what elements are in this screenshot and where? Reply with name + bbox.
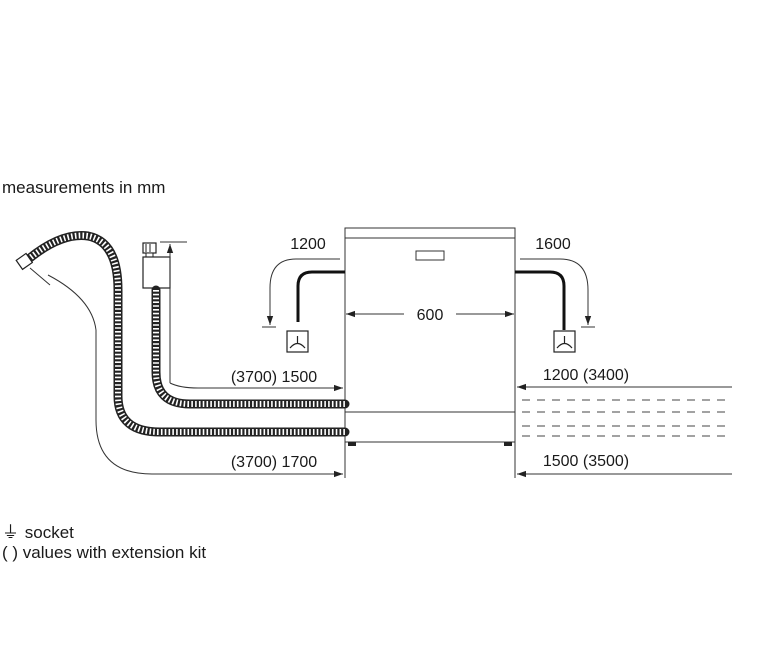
left-socket-reach-label: 1200 xyxy=(290,236,326,253)
legend-extension-symbol: ( ) xyxy=(2,543,19,562)
right-upper-hose-label: 1200 (3400) xyxy=(543,367,629,384)
socket-icon: ⏚ xyxy=(2,523,19,542)
left-upper-hose-dimension xyxy=(169,382,343,392)
control-panel-display xyxy=(415,250,445,261)
legend-socket-label: socket xyxy=(24,523,74,542)
dishwasher-outline xyxy=(344,227,516,446)
legend-extension-label: values with extension kit xyxy=(22,543,207,562)
drain-hose-icon xyxy=(15,231,350,437)
legend-socket: ⏚ socket xyxy=(2,523,74,543)
legend-extension: ( ) values with extension kit xyxy=(2,543,206,563)
hose-routing-dashed-lines xyxy=(522,399,732,437)
left-upper-hose-label: (3700) 1500 xyxy=(231,369,317,386)
left-lower-hose-label: (3700) 1700 xyxy=(231,454,317,471)
right-power-cable xyxy=(515,258,595,330)
left-power-cable xyxy=(262,258,345,328)
left-lower-hose-dimension xyxy=(47,274,343,478)
units-note: measurements in mm xyxy=(2,178,166,197)
socket-icon xyxy=(553,330,576,353)
width-label: 600 xyxy=(417,307,444,324)
appliance-width-dimension: 600 xyxy=(346,307,514,324)
inlet-hose-icon xyxy=(151,285,350,409)
right-socket-reach-label: 1600 xyxy=(535,236,571,253)
extension-lines xyxy=(344,412,516,478)
socket-icon xyxy=(286,330,309,353)
water-tap-icon xyxy=(142,241,187,383)
right-lower-hose-label: 1500 (3500) xyxy=(543,453,629,470)
